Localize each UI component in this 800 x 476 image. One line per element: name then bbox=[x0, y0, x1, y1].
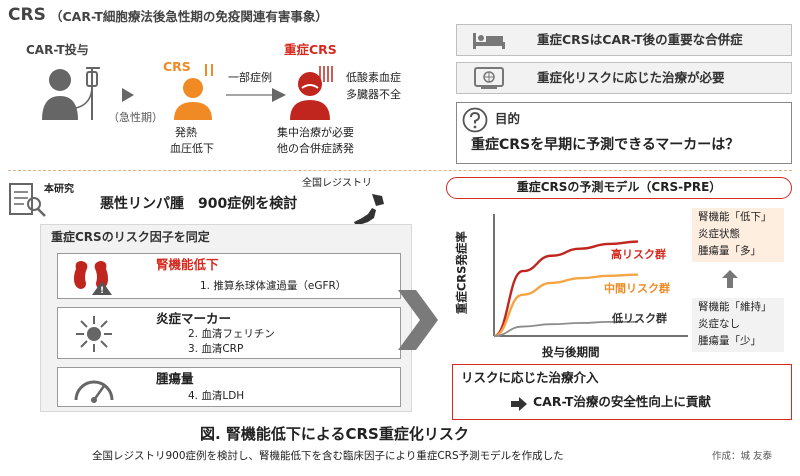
flow-arrow-2-icon bbox=[226, 88, 286, 102]
flow-step2-desc2: 血圧低下 bbox=[170, 142, 214, 155]
factor-title-inflammation: 炎症マーカー bbox=[156, 311, 232, 326]
treatment-arrow-icon bbox=[511, 397, 527, 411]
bed-icon bbox=[473, 33, 505, 49]
inflammation-icon bbox=[76, 316, 112, 352]
question-icon bbox=[462, 107, 488, 133]
risk-heading: 重症CRSのリスク因子を同定 bbox=[51, 230, 210, 244]
series-line-low bbox=[493, 320, 638, 337]
info-box-risk-text: 重症化リスクに応じた治療が必要 bbox=[537, 70, 725, 85]
study-tag: 本研究 bbox=[44, 184, 74, 195]
flow-step3-desc2: 他の合併症誘発 bbox=[277, 142, 354, 155]
flow-arrow-1-icon bbox=[122, 88, 134, 102]
flow-step2-label: CRS bbox=[163, 59, 191, 74]
kidney-warning-icon: ! bbox=[74, 261, 112, 295]
high-note-3: 腫瘍量「多」 bbox=[698, 245, 761, 257]
figure-caption: 全国レジストリ900症例を検討し、腎機能低下を含む臨床因子により重症CRS予測モ… bbox=[92, 450, 564, 462]
series-label-low: 低リスク群 bbox=[612, 312, 667, 325]
flow-phase-label: （急性期） bbox=[108, 111, 163, 124]
treatment-text: CAR-T治療の安全性向上に貢献 bbox=[533, 394, 711, 409]
factor-detail-ferritin: 2. 血清フェリチン bbox=[188, 328, 275, 340]
high-risk-note: 腎機能「低下」 炎症状態 腫瘍量「多」 bbox=[692, 208, 784, 262]
crs-alert-marks-icon bbox=[205, 64, 213, 76]
factor-card-kidney: ! 腎機能低下 1. 推算糸球体濾過量（eGFR） bbox=[57, 253, 401, 299]
big-arrow-icon bbox=[398, 290, 438, 350]
info-box-complication: 重症CRSはCAR-T後の重要な合併症 bbox=[456, 24, 792, 56]
info-box-complication-text: 重症CRSはCAR-T後の重要な合併症 bbox=[537, 32, 743, 47]
model-title-box: 重症CRSの予測モデル（CRS-PRE） bbox=[446, 177, 792, 199]
figure-author: 作成：城 友泰 bbox=[712, 451, 773, 462]
treatment-box: リスクに応じた治療介入 CAR-T治療の安全性向上に貢献 bbox=[452, 364, 792, 420]
treatment-title: リスクに応じた治療介入 bbox=[461, 370, 599, 385]
series-label-mid: 中間リスク群 bbox=[604, 282, 670, 295]
flow-step3-desc1: 集中治療が必要 bbox=[277, 126, 354, 139]
header-title: CRS bbox=[8, 5, 46, 25]
svg-text:!: ! bbox=[100, 286, 104, 295]
high-note-1: 腎機能「低下」 bbox=[698, 211, 772, 223]
low-note-3: 腫瘍量「少」 bbox=[698, 335, 761, 347]
factor-card-inflammation: 炎症マーカー 2. 血清フェリチン 3. 血清CRP bbox=[57, 307, 401, 359]
flow-arrow-label: 一部症例 bbox=[228, 71, 272, 84]
purpose-label: 目的 bbox=[495, 111, 521, 126]
risk-curve-chart bbox=[493, 214, 688, 338]
flow-step2-desc1: 発熱 bbox=[175, 126, 197, 139]
low-risk-note: 腎機能「維持」 炎症なし 腫瘍量「少」 bbox=[692, 298, 784, 352]
gauge-icon bbox=[74, 380, 114, 403]
section-divider bbox=[8, 170, 792, 171]
risk-factor-panel: 重症CRSのリスク因子を同定 ! 腎機能低下 1. 推算糸球体濾過量（eGFR） bbox=[40, 224, 412, 412]
header-subtitle: （CAR-T細胞療法後急性期の免疫関連有害事象） bbox=[50, 9, 328, 24]
high-note-2: 炎症状態 bbox=[698, 228, 740, 240]
chart-ylabel: 重症CRS発症率 bbox=[454, 231, 469, 315]
low-note-1: 腎機能「維持」 bbox=[698, 301, 772, 313]
study-main-text: 悪性リンパ腫 900症例を検討 bbox=[100, 196, 298, 212]
factor-title-kidney: 腎機能低下 bbox=[156, 257, 219, 272]
figure-title: 図. 腎機能低下によるCRS重症化リスク bbox=[200, 425, 469, 443]
flow-step3-label: 重症CRS bbox=[284, 42, 337, 57]
series-line-high bbox=[493, 240, 639, 338]
flow-step1-label: CAR-T投与 bbox=[26, 43, 89, 57]
model-title: 重症CRSの予測モデル（CRS-PRE） bbox=[516, 180, 722, 194]
chart-xlabel: 投与後期間 bbox=[542, 345, 600, 359]
factor-detail-ldh: 4. 血清LDH bbox=[188, 390, 245, 402]
patient-crs-icon bbox=[174, 78, 212, 120]
factor-detail-kidney: 1. 推算糸球体濾過量（eGFR） bbox=[200, 280, 347, 292]
monitor-globe-icon bbox=[474, 67, 504, 89]
factor-title-tumor: 腫瘍量 bbox=[156, 371, 194, 386]
up-arrow-icon bbox=[722, 270, 738, 288]
chart-ylabel-wrap: 重症CRS発症率 bbox=[452, 214, 472, 334]
purpose-box: 目的 重症CRSを早期に予測できるマーカーは？ bbox=[456, 102, 792, 164]
factor-detail-crp: 3. 血清CRP bbox=[188, 343, 244, 355]
flow-step3-side2: 多臓器不全 bbox=[346, 88, 401, 101]
series-label-high: 高リスク群 bbox=[611, 248, 666, 261]
info-box-risk: 重症化リスクに応じた治療が必要 bbox=[456, 62, 792, 94]
registry-label: 全国レジストリ bbox=[302, 178, 372, 189]
factor-card-tumor: 腫瘍量 4. 血清LDH bbox=[57, 367, 401, 407]
study-document-icon bbox=[9, 183, 46, 217]
severe-alert-marks-icon bbox=[319, 66, 333, 82]
purpose-text: 重症CRSを早期に予測できるマーカーは？ bbox=[471, 137, 740, 153]
low-note-2: 炎症なし bbox=[698, 318, 740, 330]
series-line-mid bbox=[493, 273, 639, 338]
patient-severe-icon bbox=[290, 72, 330, 120]
flow-step3-side1: 低酸素血症 bbox=[346, 71, 401, 84]
patient-iv-icon bbox=[42, 67, 100, 120]
